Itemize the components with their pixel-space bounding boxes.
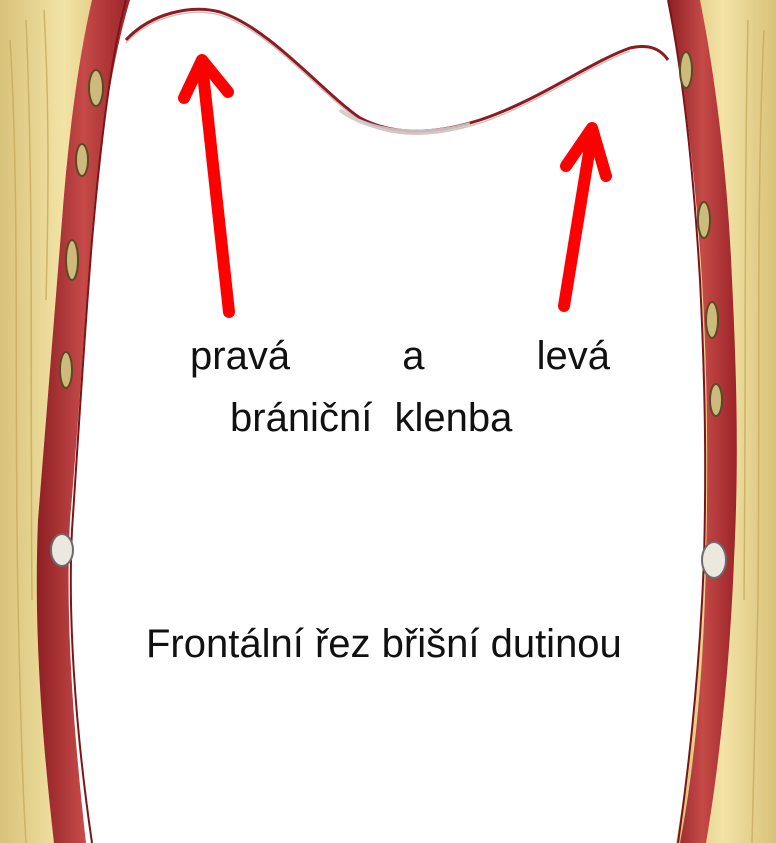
dome-label-line2: brániční klenba [230,398,512,438]
label-and: a [402,336,424,376]
dome-label-line1: pravá a levá [190,336,610,376]
arrow-right-dome [184,60,229,312]
figure-caption: Frontální řez břišní dutinou [146,624,622,664]
label-left: levá [537,336,610,376]
label-right: pravá [190,336,290,376]
arrow-left-dome [564,128,606,306]
